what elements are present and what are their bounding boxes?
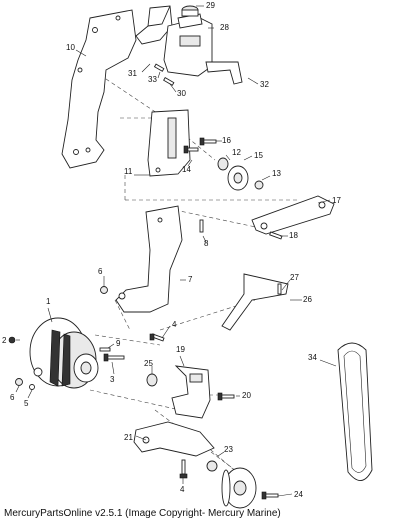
callout-14: 14 bbox=[182, 165, 191, 174]
callout-21: 21 bbox=[124, 433, 133, 442]
callout-20: 20 bbox=[242, 391, 251, 400]
lower-bracket-21-part bbox=[133, 421, 215, 457]
callout-1: 1 bbox=[46, 297, 51, 306]
reservoir-strap-part bbox=[205, 61, 243, 85]
callout-4b: 4 bbox=[180, 485, 185, 494]
link-bracket-17-part bbox=[251, 195, 335, 235]
leader-lines bbox=[15, 5, 337, 497]
callout-31: 31 bbox=[128, 69, 137, 78]
alternator-1-part bbox=[29, 317, 99, 389]
nut-23-part bbox=[206, 460, 218, 472]
callout-10: 10 bbox=[66, 43, 75, 52]
screw-30-part bbox=[163, 77, 175, 86]
engine-plate-part bbox=[61, 9, 137, 169]
terminal-2-part bbox=[8, 336, 16, 344]
nut-6-lower-part bbox=[15, 378, 23, 386]
callout-26: 26 bbox=[303, 295, 312, 304]
spacer-12-part bbox=[217, 157, 229, 171]
bolt-9-part bbox=[99, 347, 111, 352]
callout-5: 5 bbox=[24, 399, 29, 408]
callout-2: 2 bbox=[2, 336, 7, 345]
bolt-18-part bbox=[269, 231, 283, 240]
callout-34: 34 bbox=[308, 353, 317, 362]
washer-5-part bbox=[29, 384, 35, 390]
callout-17: 17 bbox=[332, 196, 341, 205]
callout-labels: 1 2 3 4 4 5 6 6 7 8 9 10 11 12 13 14 15 … bbox=[2, 1, 341, 499]
callout-19: 19 bbox=[176, 345, 185, 354]
callout-24: 24 bbox=[294, 490, 303, 499]
drive-belt-34-part bbox=[337, 342, 373, 481]
callout-29: 29 bbox=[206, 1, 215, 10]
bolt-8-part bbox=[199, 219, 204, 233]
callout-6b: 6 bbox=[10, 393, 15, 402]
reservoir-bracket-part bbox=[135, 5, 173, 45]
copyright-caption: MercuryPartsOnline v2.5.1 (Image Copyrig… bbox=[4, 508, 281, 519]
callout-4: 4 bbox=[172, 320, 177, 329]
callout-30: 30 bbox=[177, 89, 186, 98]
strap-bracket-26-part bbox=[221, 273, 289, 331]
spacer-25-part bbox=[146, 373, 158, 387]
idler-pulley-lower-part bbox=[221, 467, 257, 509]
bolt-14-part bbox=[183, 145, 199, 154]
bolt-27-part bbox=[277, 283, 282, 295]
bolt-4-upper-part bbox=[149, 333, 165, 342]
callout-25: 25 bbox=[144, 359, 153, 368]
bolt-20-part bbox=[217, 392, 235, 401]
callout-3: 3 bbox=[110, 375, 115, 384]
callout-32: 32 bbox=[260, 80, 269, 89]
callout-27: 27 bbox=[290, 273, 299, 282]
adjust-bracket-19-part bbox=[171, 365, 211, 419]
callout-33: 33 bbox=[148, 75, 157, 84]
callout-6: 6 bbox=[98, 267, 103, 276]
bolt-24-part bbox=[261, 491, 279, 500]
callout-16: 16 bbox=[222, 136, 231, 145]
callout-11: 11 bbox=[124, 167, 133, 176]
bolt-3-part bbox=[103, 353, 125, 362]
callout-18: 18 bbox=[289, 231, 298, 240]
bolt-16-part bbox=[199, 137, 217, 146]
alternator-bracket-7-part bbox=[115, 205, 183, 313]
callout-15: 15 bbox=[254, 151, 263, 160]
callout-9: 9 bbox=[116, 339, 121, 348]
callout-8: 8 bbox=[204, 239, 209, 248]
idler-pulley-15-part bbox=[227, 165, 249, 191]
callout-28: 28 bbox=[220, 23, 229, 32]
reservoir-cap-part bbox=[181, 5, 199, 17]
fluid-reservoir-part bbox=[163, 13, 213, 77]
upper-bracket-part bbox=[147, 109, 191, 177]
callout-13: 13 bbox=[272, 169, 281, 178]
bolt-4-lower-part bbox=[179, 459, 188, 479]
screw-33-part bbox=[153, 63, 165, 72]
nut-13-part bbox=[254, 180, 264, 190]
nut-6-upper-part bbox=[100, 286, 108, 294]
callout-7: 7 bbox=[188, 275, 193, 284]
callout-23: 23 bbox=[224, 445, 233, 454]
callout-12: 12 bbox=[232, 148, 241, 157]
